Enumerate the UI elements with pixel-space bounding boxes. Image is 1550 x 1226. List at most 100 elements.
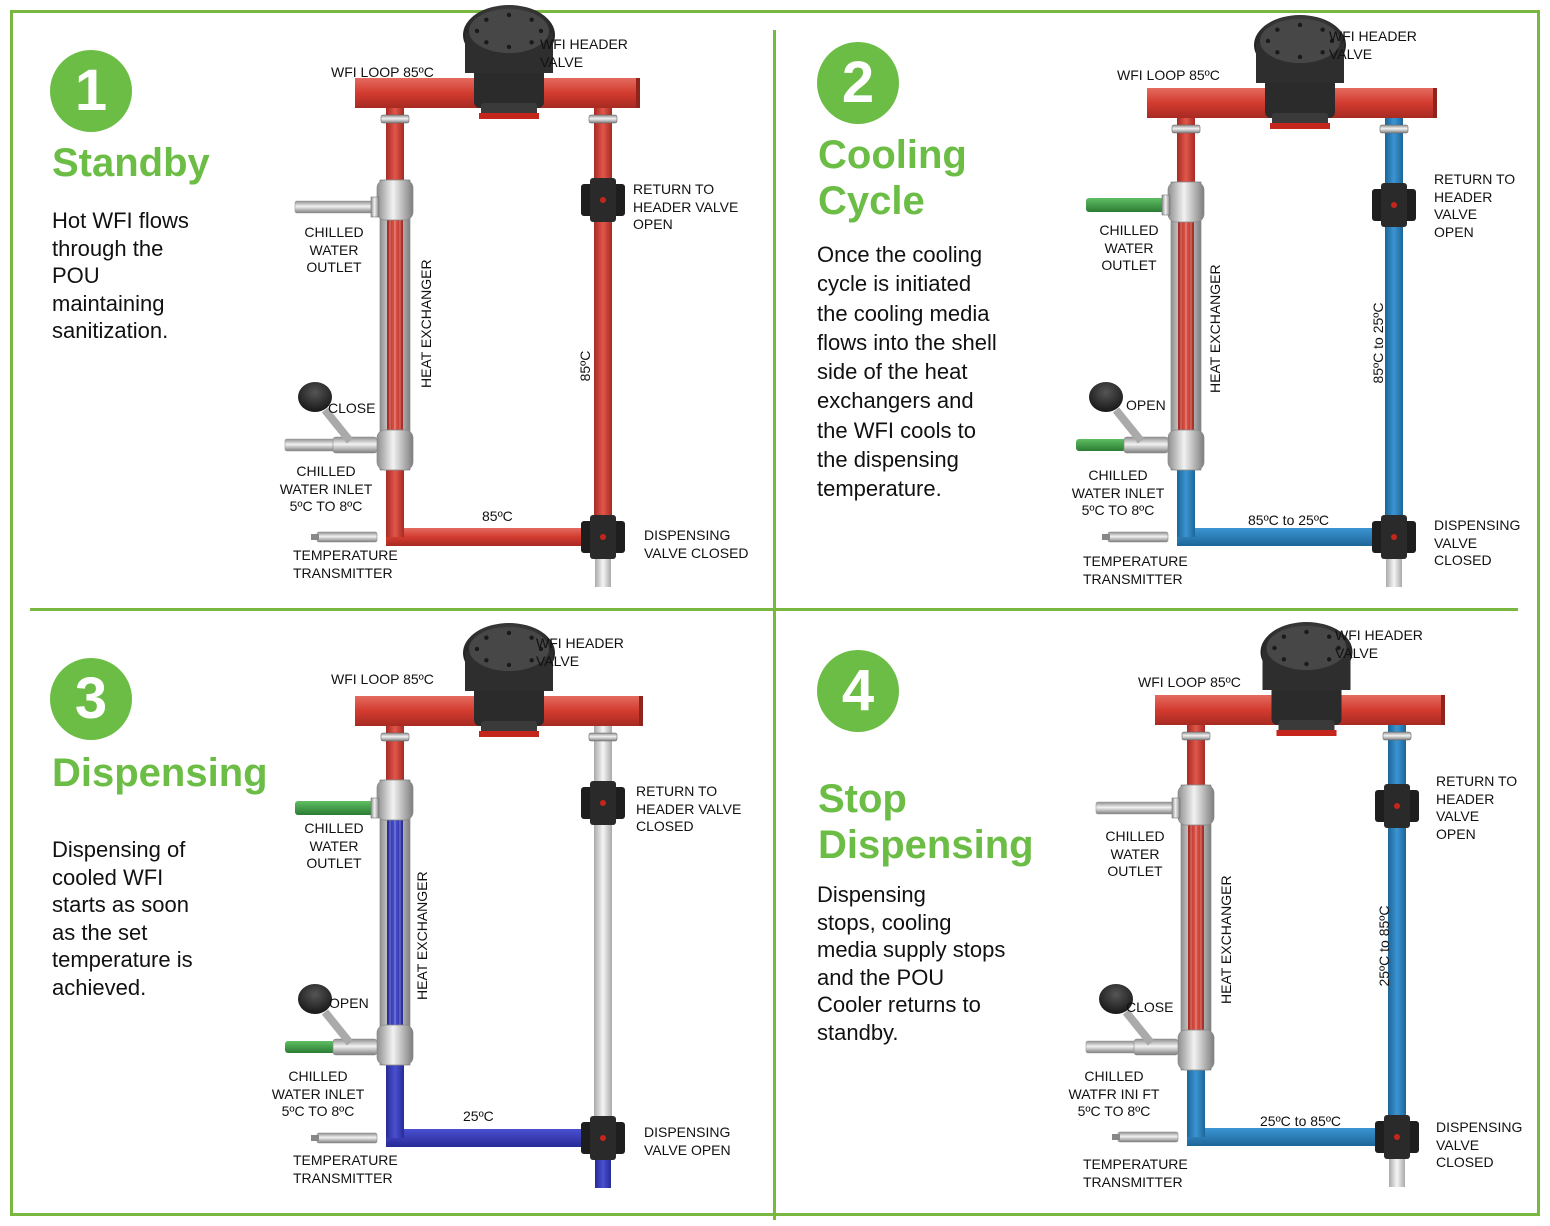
dispensing-valve-indicator bbox=[600, 534, 606, 540]
header-valve-bolt bbox=[1281, 657, 1287, 662]
inlet-valve-body bbox=[332, 1038, 378, 1056]
header-valve-bolt bbox=[1275, 27, 1280, 32]
return-temp-label-1: 85ºC bbox=[577, 350, 593, 382]
schematic-panel-3 bbox=[285, 623, 643, 1188]
transmitter-label-1: TEMPERATURE TRANSMITTER bbox=[293, 547, 398, 581]
tri-clamp bbox=[588, 114, 618, 124]
outlet-clamp bbox=[1161, 194, 1171, 216]
outlet-clamp bbox=[370, 797, 380, 819]
header-valve-bolt bbox=[1320, 50, 1325, 55]
inlet-valve-stem bbox=[321, 407, 354, 444]
wfi-loop-pipe-end bbox=[636, 78, 640, 108]
header-valve-cap bbox=[1260, 19, 1340, 63]
header-valve-body bbox=[1271, 685, 1342, 725]
heat-exchanger-label-3: HEAT EXCHANGER bbox=[414, 871, 430, 1000]
header-valve-bolt bbox=[538, 646, 544, 652]
wfi-loop-pipe-end bbox=[1433, 88, 1437, 118]
bottom-pipe bbox=[386, 528, 594, 546]
header-valve-body bbox=[474, 686, 544, 726]
outlet-label-3: CHILLED WATER OUTLET bbox=[304, 820, 364, 871]
header-valve-bolt bbox=[1329, 38, 1335, 44]
inlet-valve-body bbox=[1133, 1038, 1179, 1056]
inlet-valve-stem bbox=[321, 1009, 354, 1046]
inlet-valve-stem bbox=[1122, 1009, 1155, 1046]
step-description-3: Dispensing of cooled WFI starts as soon … bbox=[52, 837, 193, 1000]
inlet-label-3: CHILLED WATER INLET 5ºC TO 8ºC bbox=[271, 1068, 365, 1119]
heat-exchanger-label-2: HEAT EXCHANGER bbox=[1207, 264, 1223, 393]
header-valve-bolt bbox=[506, 630, 512, 636]
transmitter-label-2: TEMPERATURE TRANSMITTER bbox=[1083, 553, 1188, 587]
header-valve-bolt bbox=[1297, 22, 1303, 28]
header-valve-bolt bbox=[506, 12, 512, 18]
header-valve-bolt bbox=[529, 40, 534, 45]
heat-exchanger-end bbox=[376, 1024, 414, 1066]
return-temp-label-4: 25ºC to 85ºC bbox=[1376, 905, 1392, 987]
heat-exchanger-end bbox=[1167, 429, 1205, 471]
dispensing-valve-label-4: DISPENSING VALVE CLOSED bbox=[1436, 1119, 1523, 1170]
step-title-2: Cooling Cycle bbox=[818, 133, 967, 223]
inlet-valve-label-1: CLOSE bbox=[328, 400, 376, 416]
temperature-transmitter-tip bbox=[311, 1135, 319, 1141]
header-valve-bolt bbox=[484, 40, 489, 45]
step-title-4: Stop Dispensing bbox=[818, 777, 1034, 867]
header-valve-bolt bbox=[538, 28, 544, 34]
header-valve-cap bbox=[469, 627, 549, 671]
loop-label-1: WFI LOOP 85ºC bbox=[331, 64, 434, 80]
header-valve-bolt bbox=[506, 662, 512, 668]
outlet-clamp bbox=[1171, 797, 1181, 819]
return-valve-indicator bbox=[1391, 202, 1397, 208]
temperature-transmitter-tip bbox=[1112, 1134, 1120, 1140]
inlet-valve-actuator bbox=[1089, 382, 1123, 412]
inlet-label-1: CHILLED WATER INLET 5ºC TO 8ºC bbox=[279, 463, 373, 514]
exchanger-outlet-pipe bbox=[1177, 470, 1195, 537]
inlet-label-2: CHILLED WATER INLET 5ºC TO 8ºC bbox=[1071, 467, 1165, 518]
temperature-transmitter-tip bbox=[311, 534, 319, 540]
header-valve-cap bbox=[1266, 626, 1347, 670]
header-valve-label-1: WFI HEADER VALVE bbox=[540, 36, 628, 70]
header-valve-seal bbox=[479, 731, 539, 737]
header-valve-bolt bbox=[1304, 661, 1309, 667]
return-valve-indicator bbox=[600, 197, 606, 203]
header-valve-seal bbox=[479, 113, 539, 119]
bottom-temp-label-1: 85ºC bbox=[482, 508, 513, 524]
header-valve-bolt bbox=[474, 646, 480, 652]
return-pipe bbox=[594, 711, 612, 1138]
outlet-label-1: CHILLED WATER OUTLET bbox=[304, 224, 364, 275]
bottom-pipe bbox=[1177, 528, 1385, 546]
return-pipe bbox=[1385, 103, 1403, 537]
tri-clamp bbox=[380, 114, 410, 124]
return-valve-label-3: RETURN TO HEADER VALVE CLOSED bbox=[636, 783, 742, 834]
supply-pipe bbox=[1177, 103, 1195, 182]
step-number-1: 1 bbox=[50, 50, 132, 132]
schematic-panel-4 bbox=[1085, 622, 1445, 1187]
chilled-water-outlet-pipe bbox=[1095, 801, 1179, 815]
header-valve-bolt bbox=[1304, 629, 1309, 635]
header-valve-bolt bbox=[1336, 645, 1341, 651]
temperature-transmitter bbox=[1107, 531, 1169, 543]
heat-exchanger-core bbox=[1188, 825, 1204, 1030]
header-valve-bolt bbox=[529, 635, 534, 640]
inlet-label-4: CHILLED WATFR INI FT 5ºC TO 8ºC bbox=[1068, 1068, 1160, 1119]
return-valve-indicator bbox=[1394, 803, 1400, 809]
inlet-valve-actuator bbox=[1099, 984, 1133, 1014]
bottom-temp-label-3: 25ºC bbox=[463, 1108, 494, 1124]
step-number-4: 4 bbox=[817, 650, 899, 732]
transmitter-label-3: TEMPERATURE TRANSMITTER bbox=[293, 1152, 398, 1186]
dispensing-valve-label-2: DISPENSING VALVE CLOSED bbox=[1434, 517, 1521, 568]
header-valve-label-2: WFI HEADER VALVE bbox=[1329, 28, 1417, 62]
return-pipe bbox=[594, 93, 612, 537]
dispensing-valve-label-3: DISPENSING VALVE OPEN bbox=[644, 1124, 731, 1158]
header-valve-seal bbox=[1270, 123, 1330, 129]
outlet-label-2: CHILLED WATER OUTLET bbox=[1099, 222, 1159, 273]
inlet-valve-actuator bbox=[298, 984, 332, 1014]
dispensing-valve-indicator bbox=[1391, 534, 1397, 540]
heat-exchanger-end bbox=[1177, 784, 1215, 826]
return-valve-label-1: RETURN TO HEADER VALVE OPEN bbox=[633, 181, 739, 232]
tri-clamp bbox=[1181, 731, 1211, 741]
heat-exchanger-core bbox=[387, 220, 403, 430]
header-valve-bolt bbox=[474, 28, 480, 34]
heat-exchanger-core bbox=[387, 820, 403, 1025]
temperature-transmitter bbox=[316, 1132, 378, 1144]
inlet-valve-label-2: OPEN bbox=[1126, 397, 1166, 413]
chilled-water-outlet-pipe bbox=[1086, 198, 1168, 212]
